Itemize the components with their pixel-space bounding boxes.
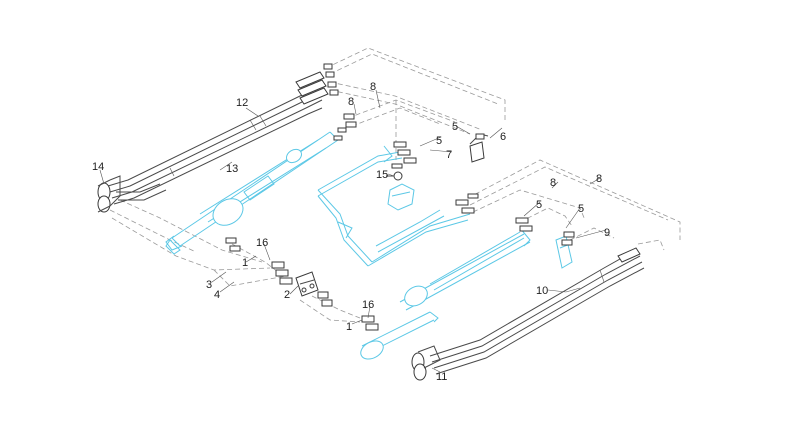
callout-1-upper: 1 xyxy=(242,257,248,269)
callout-5-mid: 5 xyxy=(436,135,442,147)
middle-frame xyxy=(317,145,471,267)
callout-8-top: 8 xyxy=(370,81,376,93)
upper-cylinder xyxy=(165,131,339,251)
hose-assemblies xyxy=(97,63,645,381)
callout-16-upper: 16 xyxy=(256,237,268,249)
callout-14: 14 xyxy=(92,161,104,173)
hose-bundle-10 xyxy=(429,247,645,375)
dashed-routing-lines xyxy=(109,47,681,323)
valve-15 xyxy=(386,171,403,181)
fittings-5-right xyxy=(455,193,575,246)
bottom-cylinder xyxy=(360,311,439,360)
callout-7: 7 xyxy=(446,149,452,161)
callout-4: 4 xyxy=(214,289,220,301)
fitting-11 xyxy=(411,345,441,381)
callout-3: 3 xyxy=(206,279,212,291)
callout-13: 13 xyxy=(226,163,238,175)
callout-5-right-b: 5 xyxy=(578,203,584,215)
callout-6: 6 xyxy=(500,131,506,143)
callout-5-right-a: 5 xyxy=(536,199,542,211)
callout-8-right-b: 8 xyxy=(596,173,602,185)
callout-10: 10 xyxy=(536,285,548,297)
callout-1-lower: 1 xyxy=(346,321,352,333)
callout-15: 15 xyxy=(376,169,388,181)
fittings-5-7 xyxy=(391,133,489,169)
callouts: 12 13 14 8 8 5 5 7 6 15 8 8 5 5 9 16 1 2… xyxy=(92,81,610,383)
fittings-1-16-lower xyxy=(317,291,379,331)
callout-9: 9 xyxy=(604,227,610,239)
leader-lines xyxy=(99,89,607,373)
manifold-2 xyxy=(295,271,319,297)
top-fittings xyxy=(295,63,339,105)
fittings-1-16-upper xyxy=(225,237,293,285)
valve-block-cyan xyxy=(387,183,415,211)
callout-2: 2 xyxy=(284,289,290,301)
fitting-14 xyxy=(97,175,121,213)
callout-12: 12 xyxy=(236,97,248,109)
hose-bundle-12-13 xyxy=(107,87,323,205)
lower-cylinder xyxy=(399,227,531,311)
callout-8-right-a: 8 xyxy=(550,177,556,189)
cyan-components xyxy=(165,131,573,360)
fittings-8a xyxy=(333,113,357,141)
callout-5-top: 5 xyxy=(452,121,458,133)
callout-8-second: 8 xyxy=(348,96,354,108)
callout-11: 11 xyxy=(436,371,447,383)
callout-16-lower: 16 xyxy=(362,299,374,311)
